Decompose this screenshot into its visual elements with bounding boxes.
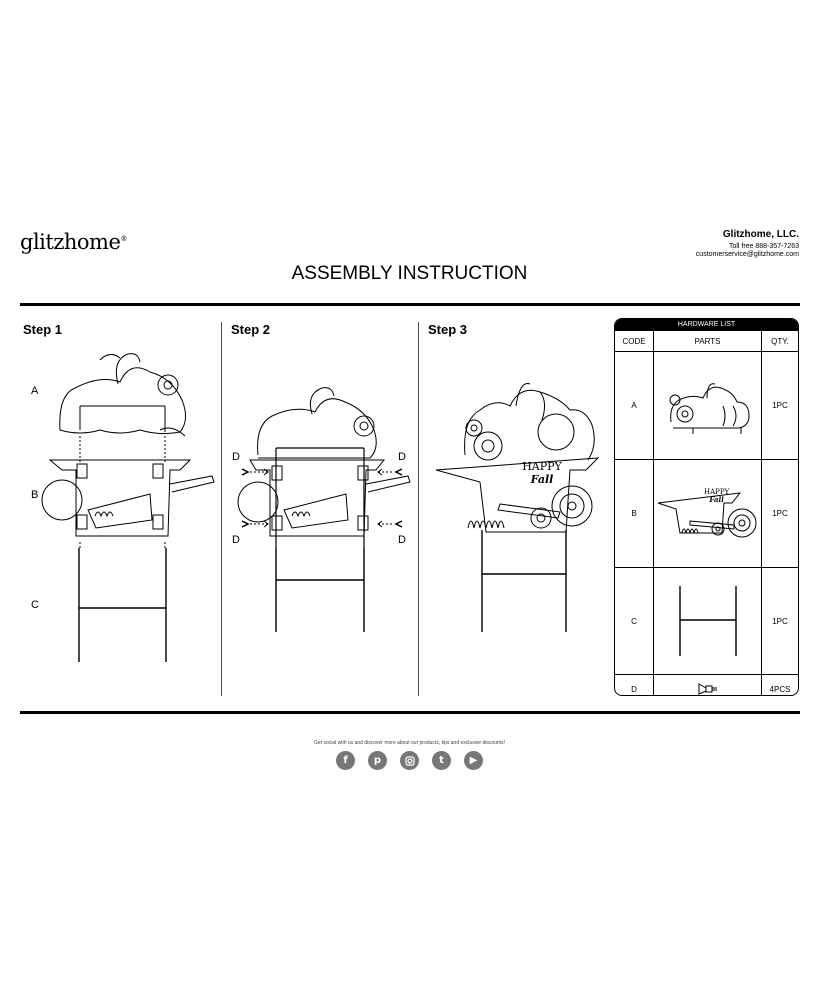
part-b-sign-line-2: Fall <box>709 495 724 504</box>
registered-mark: ® <box>120 235 127 243</box>
toll-free: Toll free 888-357-7263 <box>728 243 799 250</box>
social-text: Get social with us and discover more abo… <box>314 740 505 746</box>
instagram-icon[interactable] <box>400 751 419 770</box>
company-info: Glitzhome, LLC. Toll free 888-357-7263 c… <box>696 229 799 258</box>
top-divider <box>20 303 800 306</box>
fastener-label-top-right: D <box>398 451 406 463</box>
step-separator-1 <box>221 322 222 696</box>
row-code: D <box>615 675 654 695</box>
wing-nut-icon <box>654 675 762 695</box>
logo-text: glitzhome <box>20 230 121 254</box>
facebook-icon[interactable]: f <box>336 751 355 770</box>
row-qty: 4PCS <box>769 684 791 694</box>
part-label-a: A <box>31 385 39 397</box>
part-b-sign-line-1: HAPPY <box>704 488 730 496</box>
fastener-label-bottom-right: D <box>398 534 406 546</box>
column-qty: QTY. <box>771 336 789 346</box>
fastener-label-top-left: D <box>232 451 240 463</box>
row-qty: 1PC <box>772 616 788 626</box>
hardware-list: HARDWARE LIST CODE PARTS QTY. A 1PC B <box>614 318 799 696</box>
social-icons: f p t ▶ <box>0 751 819 770</box>
step-3-sign: HAPPY Fall <box>512 460 572 486</box>
row-code: C <box>615 568 654 674</box>
customer-email[interactable]: customerservice@glitzhome.com <box>695 251 799 258</box>
pinterest-icon[interactable]: p <box>368 751 387 770</box>
part-label-c: C <box>31 599 39 611</box>
sign-line-1: HAPPY <box>522 460 562 473</box>
part-label-b: B <box>31 489 39 501</box>
step-1-title: Step 1 <box>23 322 63 337</box>
column-code: CODE <box>615 331 654 351</box>
table-row: B HAPPY Fall 1PC <box>615 460 798 568</box>
youtube-icon[interactable]: ▶ <box>464 751 483 770</box>
step-3-title: Step 3 <box>428 322 468 337</box>
company-name: Glitzhome, LLC. <box>722 229 799 240</box>
table-row: A 1PC <box>615 352 798 460</box>
table-row: D 4PCS <box>615 675 798 695</box>
row-qty: 1PC <box>772 509 788 518</box>
row-qty: 1PC <box>772 401 788 410</box>
sign-line-2: Fall <box>530 473 554 486</box>
part-c-image <box>654 568 762 674</box>
bottom-divider <box>20 711 800 714</box>
part-b-image: HAPPY Fall <box>654 460 762 567</box>
step-separator-2 <box>418 322 419 696</box>
brand-logo: glitzhome® <box>20 230 127 254</box>
hardware-list-heading: HARDWARE LIST <box>615 319 798 331</box>
hardware-list-columns: CODE PARTS QTY. <box>615 331 798 352</box>
twitter-icon[interactable]: t <box>432 751 451 770</box>
part-b-sign: HAPPY Fall <box>704 488 729 504</box>
fastener-label-bottom-left: D <box>232 534 240 546</box>
row-code: A <box>615 352 654 459</box>
part-a-image <box>654 352 762 459</box>
row-code: B <box>615 460 654 567</box>
table-row: C 1PC <box>615 568 798 675</box>
step-2-title: Step 2 <box>231 322 271 337</box>
column-parts: PARTS <box>654 331 762 351</box>
page-title: ASSEMBLY INSTRUCTION <box>291 263 528 284</box>
